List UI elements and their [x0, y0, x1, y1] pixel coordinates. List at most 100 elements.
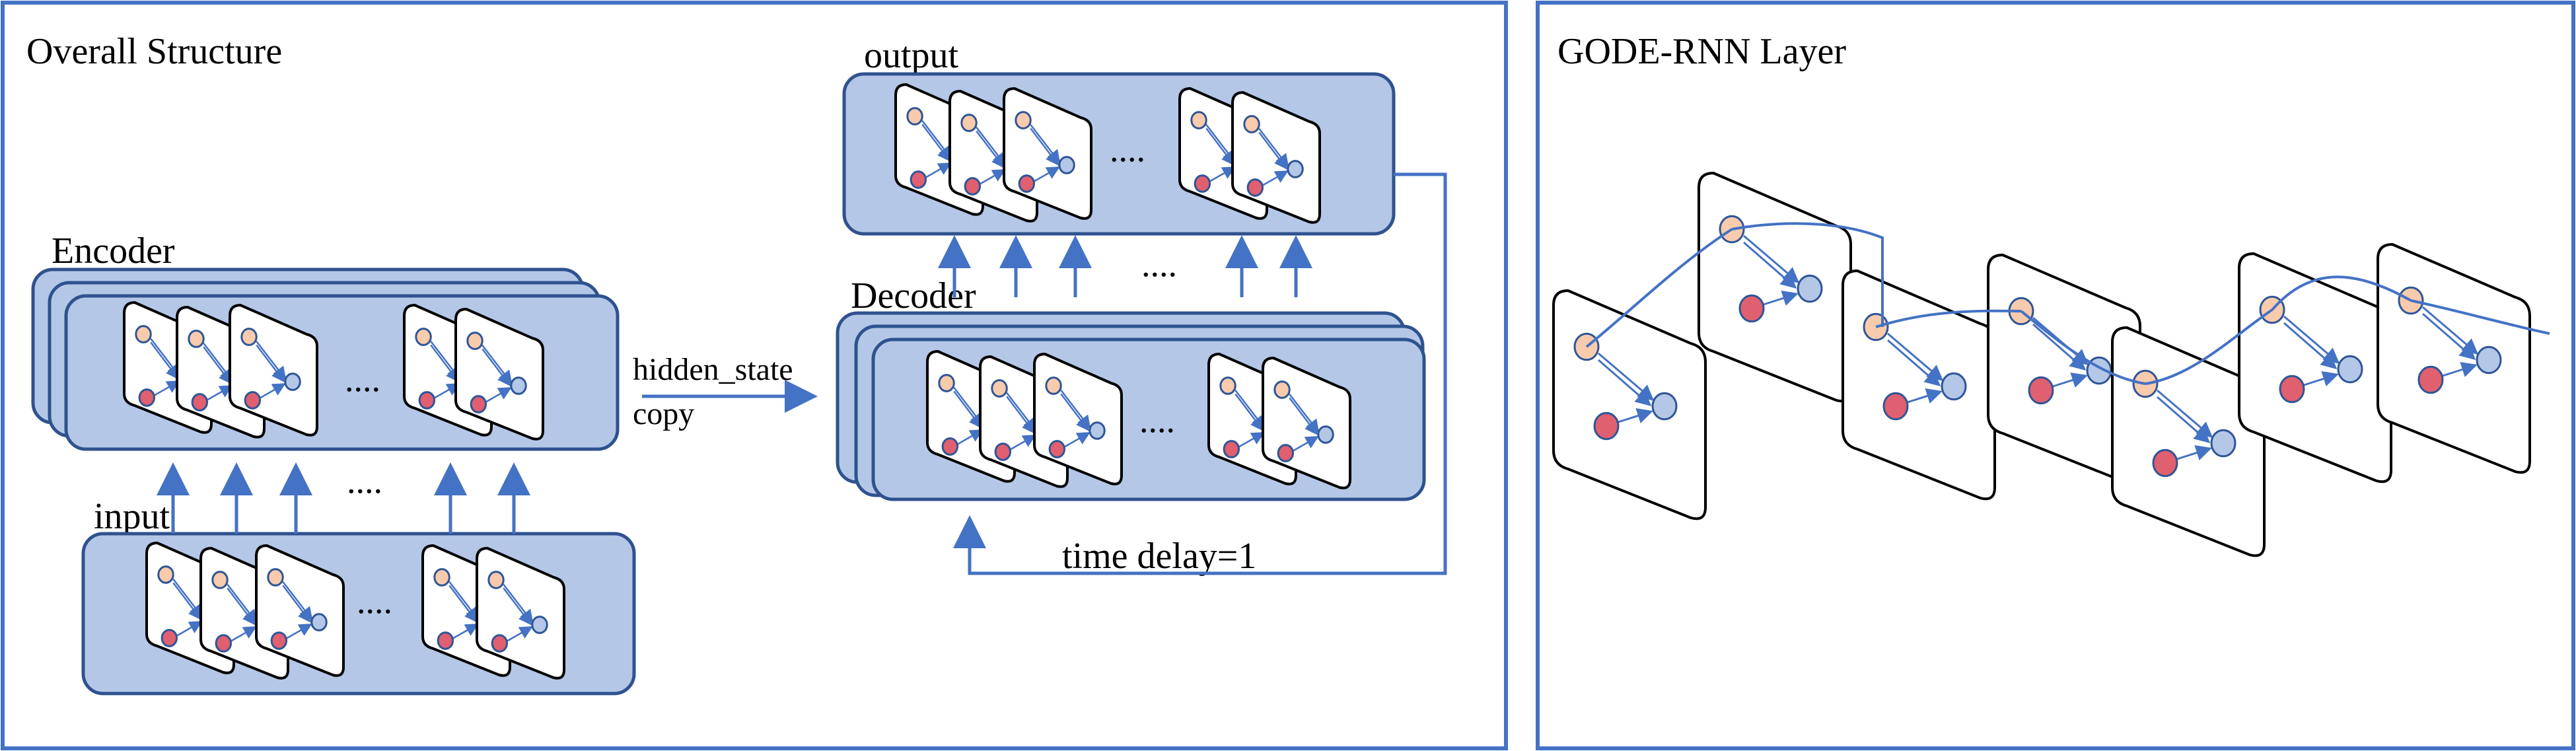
gode-rnn-panel	[1536, 1, 2575, 750]
red-node	[1738, 294, 1765, 323]
red-node	[270, 631, 288, 650]
edge-arrow	[227, 587, 256, 626]
edge-arrow	[482, 348, 511, 386]
edge-arrow	[1009, 435, 1036, 450]
red-node	[2417, 365, 2444, 394]
red-node	[191, 393, 209, 411]
gode-card-1	[1552, 289, 1707, 520]
red-node	[418, 391, 436, 410]
edge-arrow	[203, 346, 233, 384]
edge-arrow	[1618, 408, 1653, 423]
edge-arrow	[230, 626, 257, 642]
encoder-label: Encoder	[52, 231, 175, 271]
encoder-graph-cards	[123, 301, 544, 441]
red-node	[437, 631, 454, 650]
blue-node	[2476, 345, 2502, 375]
edge-arrow	[1887, 339, 1941, 386]
edge-arrow	[1209, 166, 1236, 182]
red-node	[161, 629, 178, 647]
edge-arrow	[1234, 393, 1264, 431]
gode-card-7	[2377, 242, 2531, 474]
decoder-ellipsis: ....	[1139, 400, 1175, 440]
graph-card	[2377, 242, 2531, 474]
red-node	[1593, 411, 1620, 441]
red-node	[470, 395, 487, 413]
edge-arrow	[452, 624, 479, 639]
time-delay-feedback-arrow	[953, 172, 1447, 575]
edge-arrow	[1763, 290, 1799, 306]
orange-node	[1243, 115, 1260, 133]
edge-arrow	[1743, 241, 1797, 289]
red-node	[910, 170, 927, 189]
overall-structure-panel	[1, 1, 1508, 750]
edge-arrow	[1063, 432, 1091, 448]
edge-arrow	[1907, 388, 1943, 404]
edge-arrow	[2442, 361, 2478, 377]
red-node	[138, 388, 156, 407]
edge-arrow	[2283, 322, 2338, 369]
orange-node	[433, 568, 450, 587]
gode-card-6	[2238, 252, 2392, 483]
input-arrows-ellipsis: ....	[347, 461, 382, 501]
orange-node	[240, 328, 258, 346]
output-graph-cards	[894, 83, 1321, 224]
blue-node	[1058, 156, 1075, 174]
input-to-encoder-arrows	[157, 462, 530, 534]
edge-arrow	[2052, 372, 2088, 388]
red-node	[244, 391, 262, 410]
orange-node	[466, 332, 483, 350]
input-ellipsis: ....	[357, 581, 392, 621]
red-node	[2279, 375, 2305, 404]
input-graph-cards	[145, 541, 565, 680]
edge-arrow	[921, 124, 951, 162]
edge-arrow	[430, 344, 460, 382]
gode-rnn-cards	[1552, 171, 2531, 557]
blue-node	[1287, 160, 1304, 178]
graph-card	[1842, 269, 1996, 501]
red-node	[1194, 174, 1211, 193]
time-delay-label: time delay=1	[1062, 536, 1256, 577]
blue-node	[284, 373, 301, 391]
orange-node	[1273, 380, 1291, 399]
gode-rnn-connections	[1585, 222, 2550, 385]
red-node	[1882, 392, 1909, 421]
edge-arrow	[285, 624, 312, 639]
orange-node	[188, 330, 205, 348]
edge-arrow	[2157, 396, 2211, 443]
red-node	[215, 634, 233, 653]
edge-arrow	[1292, 436, 1319, 452]
edge-arrow	[485, 387, 512, 403]
output-label: output	[864, 35, 959, 76]
orange-node	[157, 565, 174, 584]
red-node	[941, 437, 959, 456]
orange-node	[415, 328, 432, 346]
orange-node	[1190, 111, 1207, 129]
hidden-state-connection-2	[1731, 222, 1884, 327]
edge-arrow	[1238, 432, 1265, 448]
edge-arrow	[1033, 166, 1060, 182]
graph-card	[1698, 171, 1852, 403]
edge-arrow	[1289, 397, 1318, 435]
graph-card-3	[255, 544, 345, 677]
edge-arrow	[503, 587, 532, 626]
red-node	[994, 443, 1012, 461]
hidden-state-connection-3	[1875, 309, 2022, 328]
graph-card-3	[229, 303, 318, 437]
orange-node	[487, 571, 505, 589]
red-node	[1246, 178, 1264, 197]
edge-arrow	[1030, 127, 1059, 166]
edge-arrow	[256, 344, 285, 382]
hidden-state-label: hidden_state	[633, 352, 793, 387]
edge-arrow	[1006, 396, 1036, 434]
red-node	[964, 177, 982, 196]
edge-arrow	[206, 385, 233, 401]
graph-card-3	[1003, 87, 1092, 220]
red-node	[1223, 440, 1240, 458]
edge-arrow	[172, 582, 202, 620]
blue-node	[1941, 372, 1967, 401]
blue-node	[1651, 392, 1678, 421]
red-node	[2028, 376, 2054, 405]
edge-arrow	[1258, 131, 1288, 170]
orange-node	[135, 325, 152, 343]
